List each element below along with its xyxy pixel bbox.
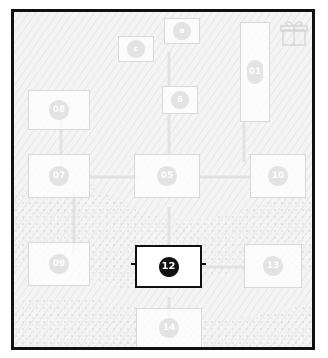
level-badge-09: 09: [49, 254, 69, 274]
level-badge-10: 10: [268, 166, 288, 186]
level-node-6[interactable]: 6: [162, 86, 198, 114]
level-badge-12: 12: [159, 257, 179, 277]
selection-handle-left: [131, 263, 137, 265]
level-node-13[interactable]: 13: [244, 244, 302, 288]
gift-icon: [280, 18, 308, 48]
level-node-01[interactable]: 01: [240, 22, 270, 122]
level-badge-07: 07: [49, 166, 69, 186]
level-badge-05: 05: [157, 166, 177, 186]
level-node-08[interactable]: 08: [28, 90, 90, 130]
level-node-14[interactable]: 14: [136, 308, 202, 348]
level-badge-a: a: [173, 22, 191, 40]
level-badge-6: 6: [171, 91, 189, 109]
level-badge-08: 08: [49, 100, 69, 120]
level-node-05[interactable]: 05: [134, 154, 200, 198]
level-node-c[interactable]: c: [118, 36, 154, 62]
level-badge-01: 01: [247, 60, 263, 84]
level-node-a[interactable]: a: [164, 18, 200, 44]
level-node-09[interactable]: 09: [28, 242, 90, 286]
level-badge-14: 14: [159, 318, 179, 338]
level-node-07[interactable]: 07: [28, 154, 90, 198]
level-node-12-selected[interactable]: 12: [135, 245, 202, 288]
level-map: 08 07 05 10 09 12 13 14 01 c a 6: [11, 9, 315, 350]
level-node-10[interactable]: 10: [250, 154, 306, 198]
level-badge-13: 13: [263, 256, 283, 276]
level-badge-c: c: [127, 40, 145, 58]
selection-handle-right: [200, 263, 206, 265]
